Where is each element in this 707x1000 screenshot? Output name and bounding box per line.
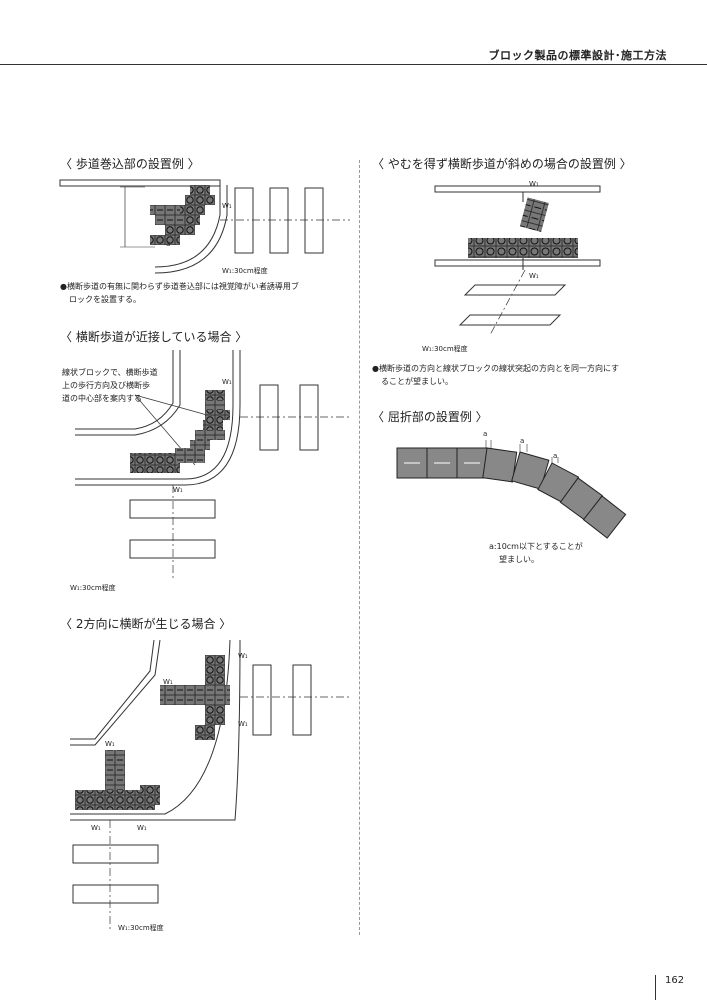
label-w1: W₁	[105, 740, 115, 748]
diagram-oblique-crosswalk	[434, 185, 601, 336]
caption-line: ることが望ましい。	[381, 377, 453, 386]
section-title-bend: 〈 屈折部の設置例 〉	[372, 410, 488, 424]
label-w1: W₁	[163, 678, 173, 686]
callout-line: 上の歩行方向及び横断歩	[62, 381, 150, 390]
section-title-sidewalk-corner: 〈 歩道巻込部の設置例 〉	[60, 157, 200, 171]
diagram-two-directions	[70, 639, 350, 930]
width-note: W₁:30cm程度	[422, 345, 468, 353]
diagram-near-crosswalk	[75, 350, 350, 580]
caption-line: ●横断歩道の有無に関わらず歩道巻込部には視覚障がい者誘導用ブ	[60, 282, 299, 291]
header-rule	[0, 64, 707, 65]
caption-oblique-crosswalk: ●横断歩道の方向と線状ブロックの線状突起の方向とを同一方向にす ることが望ましい…	[372, 362, 662, 388]
label-w1: W₁	[173, 486, 183, 494]
label-a: a	[166, 240, 171, 248]
column-divider	[359, 160, 360, 935]
note-bend: a:10cm以下とすることが 望ましい。	[489, 540, 619, 566]
label-w1: W₁	[91, 824, 101, 832]
label-w1: W₁	[238, 720, 248, 728]
diagram-bend	[396, 440, 627, 539]
label-w1: W₁	[137, 824, 147, 832]
width-note: W₁:30cm程度	[118, 924, 164, 932]
caption-line: ロックを設置する。	[69, 295, 141, 304]
caption-line: ●横断歩道の方向と線状ブロックの線状突起の方向とを同一方向にす	[372, 364, 620, 373]
label-w1: W₁	[222, 202, 232, 210]
width-note: W₁:30cm程度	[222, 267, 268, 275]
section-title-near-crosswalk: 〈 横断歩道が近接している場合 〉	[60, 330, 248, 344]
label-w1: W₁	[238, 652, 248, 660]
label-w1: W₁	[222, 378, 232, 386]
width-note: W₁:30cm程度	[70, 584, 116, 592]
section-title-oblique-crosswalk: 〈 やむを得ず横断歩道が斜めの場合の設置例 〉	[372, 157, 632, 171]
label-a: a	[483, 430, 488, 438]
page-header-title: ブロック製品の標準設計･施工方法	[488, 49, 667, 62]
label-w1: W₁	[529, 272, 539, 280]
label-a: a	[520, 437, 525, 445]
page-number: 162	[665, 975, 685, 986]
callout-line: 線状ブロックで、横断歩道	[62, 368, 158, 377]
callout-line: 道の中心部を案内する	[62, 394, 142, 403]
diagram-sidewalk-corner	[59, 179, 350, 274]
callout-text: 線状ブロックで、横断歩道 上の歩行方向及び横断歩 道の中心部を案内する	[62, 366, 182, 405]
caption-sidewalk-corner: ●横断歩道の有無に関わらず歩道巻込部には視覚障がい者誘導用ブ ロックを設置する。	[60, 280, 350, 306]
page-number-rule	[655, 975, 656, 1000]
label-a: a	[553, 452, 558, 460]
label-w1: W₁	[529, 180, 539, 188]
section-title-two-directions: 〈 2方向に横断が生じる場合 〉	[60, 617, 232, 631]
note-line: a:10cm以下とすることが	[489, 542, 583, 551]
note-line: 望ましい。	[499, 555, 539, 564]
